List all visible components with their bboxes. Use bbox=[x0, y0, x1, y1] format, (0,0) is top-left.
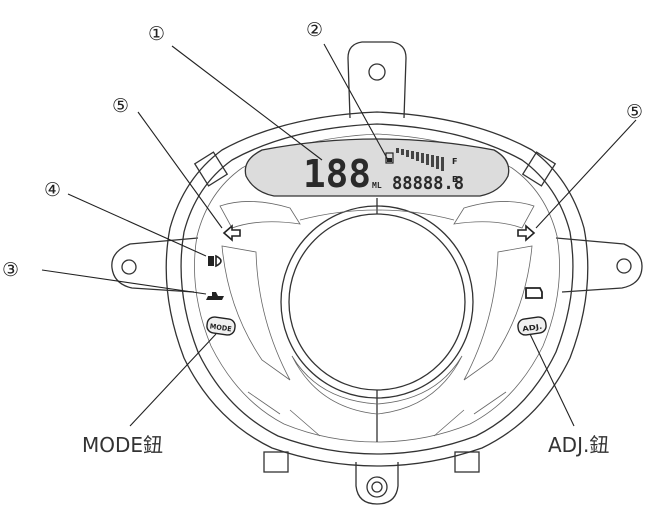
callout-1: ① bbox=[148, 23, 165, 45]
leader-2 bbox=[323, 43, 389, 161]
leader-3 bbox=[41, 269, 207, 295]
callout-5-right: ⑤ bbox=[626, 101, 643, 123]
leader-5-left bbox=[137, 111, 223, 229]
adj-button-caption: ADJ.鈕 bbox=[548, 433, 609, 457]
leader-1 bbox=[171, 45, 323, 161]
housing-clips bbox=[193, 151, 557, 473]
oil-pressure-icon bbox=[206, 292, 224, 300]
leader-lines bbox=[41, 43, 637, 427]
callout-markers: ① ② ③ ④ ⑤ ⑤ bbox=[2, 19, 643, 281]
leader-mode bbox=[129, 333, 217, 427]
left-turn-signal-icon bbox=[222, 224, 241, 242]
odometer-readout: 88888.8 bbox=[392, 173, 464, 194]
engine-check-icon bbox=[525, 287, 543, 299]
lcd-window: 188 ML 88888.8 F E bbox=[244, 138, 510, 197]
top-mount-tab bbox=[347, 41, 407, 119]
bottom-mount-tab bbox=[355, 462, 399, 505]
lens-panels bbox=[219, 201, 535, 437]
right-turn-signal-icon bbox=[517, 224, 536, 242]
speed-readout: 188 bbox=[303, 152, 371, 196]
fuel-gauge-icon bbox=[385, 152, 394, 164]
fuel-bar-segments bbox=[396, 148, 444, 171]
callout-5-left: ⑤ bbox=[112, 95, 129, 117]
callout-4: ④ bbox=[44, 179, 61, 201]
adj-button-label: ADJ. bbox=[522, 323, 543, 334]
leader-adj bbox=[529, 333, 575, 427]
odometer-unit: ML bbox=[372, 181, 382, 190]
callout-2: ② bbox=[306, 19, 323, 41]
fuel-empty-mark: E bbox=[452, 175, 457, 184]
center-dial bbox=[280, 198, 474, 442]
high-beam-icon bbox=[208, 254, 222, 268]
right-mount-ear bbox=[555, 237, 643, 293]
callout-3: ③ bbox=[2, 259, 19, 281]
mode-button-caption: MODE鈕 bbox=[82, 433, 163, 457]
left-mount-ear bbox=[111, 237, 199, 293]
mode-button[interactable]: MODE bbox=[206, 316, 236, 336]
mode-button-label: MODE bbox=[209, 322, 232, 333]
leader-5-right bbox=[535, 119, 637, 229]
adj-button[interactable]: ADJ. bbox=[517, 316, 547, 336]
fuel-full-mark: F bbox=[452, 157, 457, 166]
leader-4 bbox=[67, 193, 207, 257]
